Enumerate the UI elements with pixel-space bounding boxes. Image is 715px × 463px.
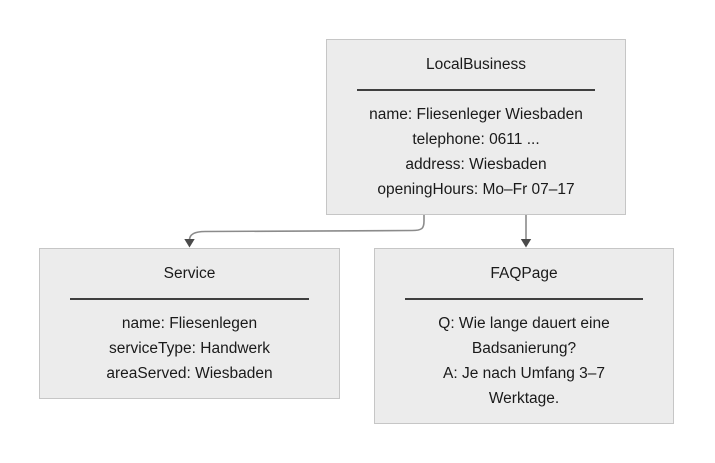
faqpage-question-line1: Q: Wie lange dauert eine	[438, 315, 610, 332]
faqpage-answer-line1: A: Je nach Umfang 3–7	[443, 365, 605, 382]
localbusiness-attr-openinghours: openingHours: Mo–Fr 07–17	[377, 181, 575, 198]
node-faqpage-separator	[375, 286, 673, 311]
arrowhead-faqpage-icon	[520, 239, 532, 248]
separator-rule	[405, 297, 643, 300]
node-localbusiness: LocalBusiness name: Fliesenleger Wiesbad…	[326, 39, 626, 215]
node-localbusiness-title: LocalBusiness	[426, 56, 526, 73]
separator-rule	[70, 297, 309, 300]
node-faqpage-title: FAQPage	[490, 265, 558, 282]
node-service-title: Service	[163, 265, 216, 282]
faqpage-question-line2: Badsanierung?	[471, 340, 577, 357]
arrowhead-service-icon	[184, 239, 195, 248]
localbusiness-attr-telephone: telephone: 0611 ...	[412, 131, 540, 148]
edge-localbusiness-to-service	[188, 213, 425, 241]
service-attr-servicetype: serviceType: Handwerk	[108, 340, 271, 357]
faqpage-answer-line2: Werktage.	[488, 390, 560, 407]
node-faqpage: FAQPage Q: Wie lange dauert eine Badsani…	[374, 248, 674, 424]
service-attr-areaserved: areaServed: Wiesbaden	[106, 365, 273, 382]
node-service-separator	[40, 286, 339, 311]
node-service: Service name: Fliesenlegen serviceType: …	[39, 248, 340, 399]
localbusiness-attr-address: address: Wiesbaden	[405, 156, 547, 173]
localbusiness-attr-name: name: Fliesenleger Wiesbaden	[369, 106, 583, 123]
separator-rule	[357, 88, 595, 91]
service-attr-name: name: Fliesenlegen	[121, 315, 258, 332]
node-localbusiness-separator	[327, 77, 625, 102]
